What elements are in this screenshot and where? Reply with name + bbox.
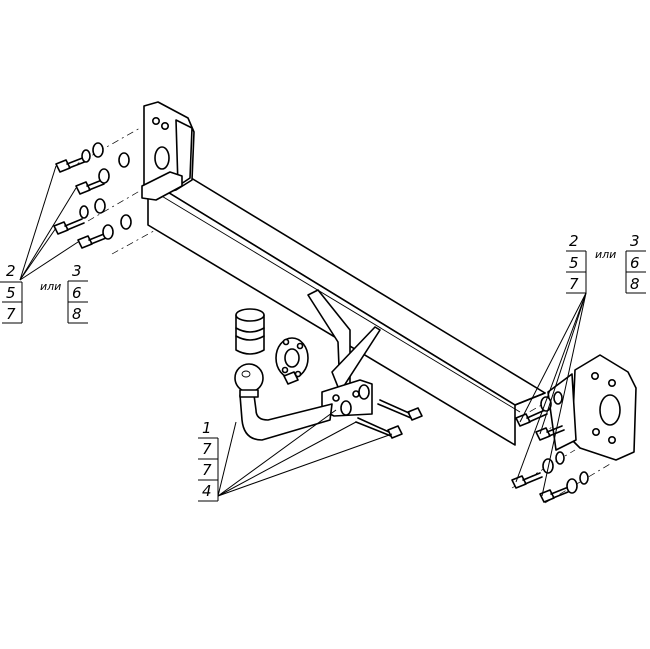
right-fasteners <box>511 391 589 503</box>
left-fasteners <box>53 142 132 249</box>
left-callout-number: 8 <box>72 305 82 323</box>
left-callout-number: 7 <box>6 305 16 323</box>
right-callout-number: 2 <box>569 232 579 250</box>
center-fasteners <box>283 371 423 439</box>
center-callout-number: 7 <box>202 440 212 458</box>
tow-ball-cap <box>235 308 265 355</box>
right-callout-number: 5 <box>569 254 579 272</box>
left-callout-number: 5 <box>6 284 16 302</box>
tow-ball-arm <box>234 363 333 441</box>
right-mounting-bracket <box>547 354 637 461</box>
left-mounting-bracket <box>141 101 195 201</box>
left-callout-number: 2 <box>6 262 16 280</box>
left-callout-or-word: или <box>40 280 61 293</box>
center-callout-leaders <box>217 409 393 497</box>
right-callout-number: 7 <box>569 275 579 293</box>
right-callout-number: 3 <box>630 232 640 250</box>
right-callout-number: 8 <box>630 275 640 293</box>
center-callout-number: 7 <box>202 461 212 479</box>
right-callout-number: 6 <box>630 254 640 272</box>
left-callout-number: 6 <box>72 284 82 302</box>
center-callout: 1 7 7 4 <box>198 419 219 502</box>
center-callout-number: 4 <box>202 482 212 500</box>
right-callout-or-word: или <box>595 248 616 261</box>
right-callout: 2 5 7 или 3 6 8 <box>566 232 646 294</box>
left-callout-number: 3 <box>72 262 82 280</box>
center-callout-number: 1 <box>202 419 212 437</box>
left-callout-leaders <box>0 165 79 283</box>
left-callout: 2 5 7 или 3 6 8 <box>2 262 88 324</box>
right-callout-leaders <box>515 292 587 497</box>
